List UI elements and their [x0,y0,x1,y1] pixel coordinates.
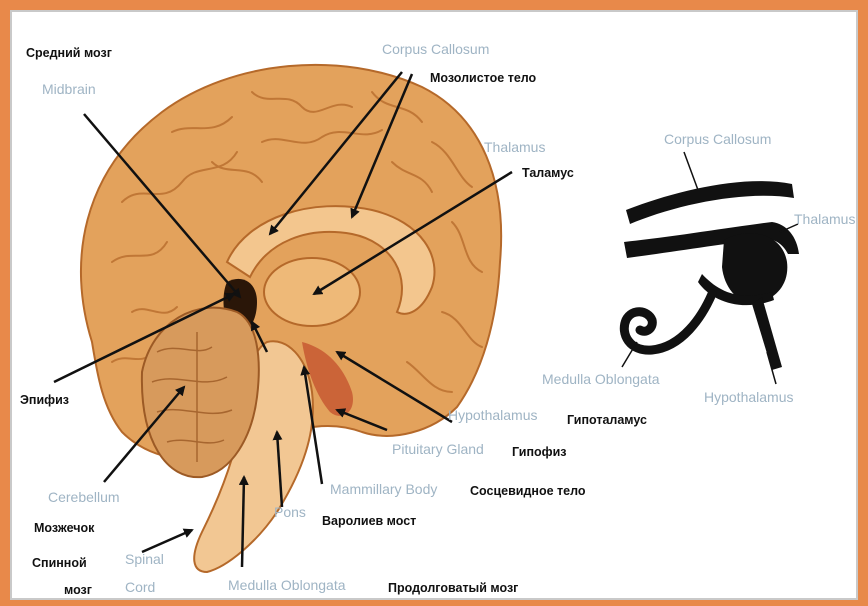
arrow-spinal-cord [142,530,192,552]
eye-spiral [624,294,712,350]
label-spinal-en-2: Cord [125,579,155,595]
label-mammillary-en: Mammillary Body [330,481,437,497]
label-pituitary-ru: Гипофиз [512,445,566,459]
label-pituitary-en: Pituitary Gland [392,441,484,457]
diagram-panel: Средний мозг Midbrain Corpus Callosum Мо… [10,10,858,600]
label-spinal-ru-2: мозг [64,583,92,597]
label-pons-en: Pons [274,504,306,520]
brain-illustration [81,65,501,572]
thalamus-shape [264,258,360,326]
label-cerebellum-en: Cerebellum [48,489,120,505]
eye-pupil [722,233,787,304]
eye-label-hypothalamus: Hypothalamus [704,389,794,405]
label-midbrain-en: Midbrain [42,81,96,97]
label-medulla-en: Medulla Oblongata [228,577,346,593]
label-hypothalamus-en: Hypothalamus [448,407,538,423]
label-mammillary-ru: Сосцевидное тело [470,484,586,498]
label-corpus-callosum-en: Corpus Callosum [382,41,489,57]
label-medulla-ru: Продолговатый мозг [388,581,518,595]
brain-diagram: Средний мозг Midbrain Corpus Callosum Мо… [12,12,858,600]
eye-label-corpus-callosum: Corpus Callosum [664,131,771,147]
eye-of-horus-icon [624,181,799,370]
eye-arrow-corpus-callosum [684,152,698,190]
eyebrow-stroke [626,181,794,224]
eye-label-medulla: Medulla Oblongata [542,371,660,387]
label-thalamus-ru: Таламус [522,166,574,180]
label-thalamus-en: Thalamus [484,139,545,155]
label-midbrain-ru: Средний мозг [26,46,112,60]
label-corpus-callosum-ru: Мозолистое тело [430,71,537,85]
label-hypothalamus-ru: Гипоталамус [567,413,647,427]
label-epiphysis-ru: Эпифиз [20,393,69,407]
label-pons-ru: Варолиев мост [322,514,416,528]
label-spinal-en-1: Spinal [125,551,164,567]
label-cerebellum-ru: Мозжечок [34,521,95,535]
label-spinal-ru-1: Спинной [32,556,87,570]
eye-labels: Corpus Callosum Thalamus Medulla Oblonga… [542,131,855,405]
eye-label-thalamus: Thalamus [794,211,855,227]
eye-tear-line [752,297,782,370]
